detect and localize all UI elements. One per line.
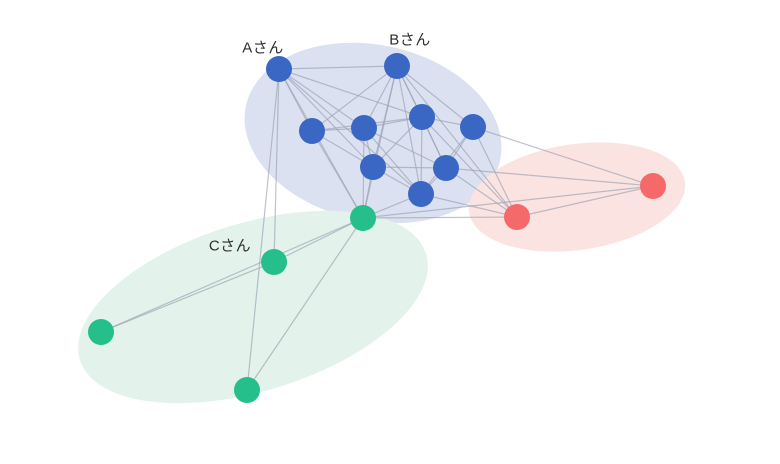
edge-layer — [100, 65, 654, 391]
edge-A-b3 — [278, 68, 423, 118]
green-cluster-ellipse — [78, 210, 428, 404]
edge-hub-r2 — [362, 185, 654, 219]
edge-b3-r1 — [421, 116, 518, 218]
edge-hub-g2 — [100, 217, 364, 333]
label-person-a: Aさん — [242, 39, 284, 57]
node-b1 — [299, 118, 325, 144]
node-b2 — [351, 115, 377, 141]
edge-b2-b7 — [363, 127, 422, 195]
edge-A-gC — [273, 68, 280, 263]
edge-r1-r2 — [516, 185, 654, 218]
node-layer — [88, 53, 666, 403]
node-r2 — [640, 173, 666, 199]
node-b6 — [433, 155, 459, 181]
node-r1 — [504, 204, 530, 230]
edge-A-b5 — [278, 68, 374, 168]
node-gC — [261, 249, 287, 275]
node-B — [384, 53, 410, 79]
label-person-c: Cさん — [208, 237, 252, 255]
label-person-b: Bさん — [389, 31, 431, 49]
edge-b6-r2 — [445, 167, 654, 187]
node-b4 — [460, 114, 486, 140]
edge-B-r1 — [396, 65, 518, 218]
edge-B-b4 — [396, 65, 474, 128]
node-b7 — [408, 181, 434, 207]
node-g3 — [234, 377, 260, 403]
edge-A-b7 — [278, 68, 422, 195]
edge-A-g3 — [246, 68, 280, 391]
edge-b4-r2 — [472, 126, 654, 187]
node-b3 — [409, 104, 435, 130]
node-g2 — [88, 319, 114, 345]
node-b5 — [360, 154, 386, 180]
edge-hub-g3 — [246, 217, 364, 391]
edge-gC-g2 — [100, 261, 275, 333]
edge-hub-r1 — [362, 216, 518, 219]
edge-A-B — [278, 65, 398, 70]
edge-hub-gC — [273, 217, 364, 263]
edge-B-b1 — [311, 65, 398, 132]
edge-B-hub — [362, 65, 398, 219]
edge-b1-hub — [311, 130, 364, 219]
cluster-layer — [78, 42, 686, 404]
node-A — [266, 56, 292, 82]
edge-b7-r1 — [420, 193, 518, 218]
edge-A-b2 — [278, 68, 365, 129]
node-hub — [350, 205, 376, 231]
edge-b2-b6 — [363, 127, 447, 169]
edge-b6-r1 — [445, 167, 518, 218]
